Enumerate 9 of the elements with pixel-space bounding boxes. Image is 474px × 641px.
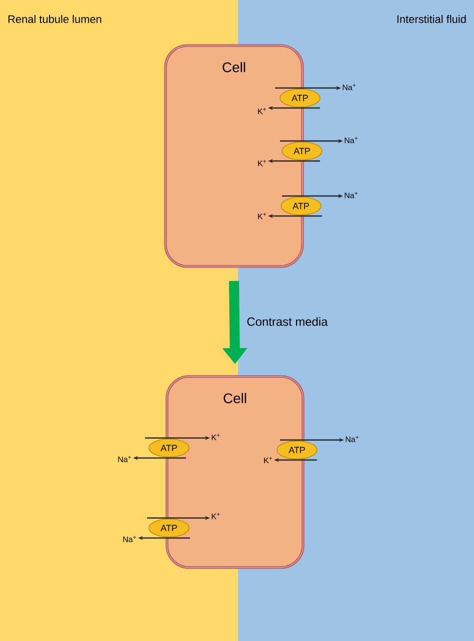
region-label: Interstitial fluid — [397, 14, 466, 24]
edge-label: Contrast media — [247, 317, 328, 326]
atp-pump: ATP — [280, 196, 322, 216]
atp-pump: ATP — [280, 88, 320, 108]
atp-pump: ATP — [276, 440, 318, 460]
region-label: Renal tubule lumen — [8, 14, 102, 24]
atp-pump: ATP — [148, 518, 190, 538]
atp-pump: ATP — [148, 438, 190, 458]
atp-pump: ATP — [282, 142, 322, 160]
